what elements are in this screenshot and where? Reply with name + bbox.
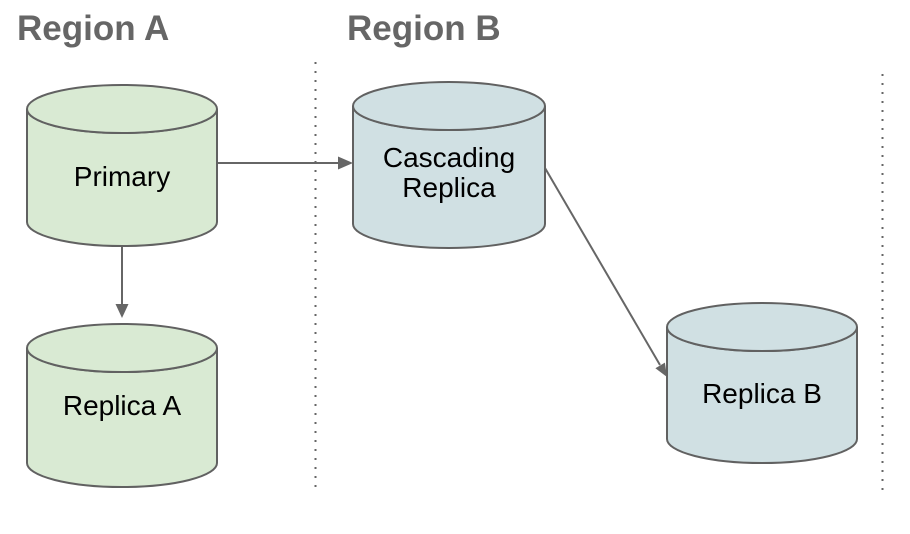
edge-primary-to-cascading-replica xyxy=(217,156,353,170)
node-label-replica-b: Replica B xyxy=(702,378,822,409)
region-b-label: Region B xyxy=(347,9,501,48)
node-label-replica-a: Replica A xyxy=(63,390,182,421)
edge-cascading-replica-to-replica-b xyxy=(544,167,667,377)
arrowhead-icon xyxy=(338,156,353,170)
cylinder-top xyxy=(666,302,858,352)
edge-line xyxy=(544,167,661,366)
node-label-cascading-replica-line1: Cascading xyxy=(383,142,515,173)
arrowhead-icon xyxy=(655,362,667,377)
db-node-cascading-replica[interactable]: Cascading Replica xyxy=(352,81,546,249)
region-a-label: Region A xyxy=(17,9,169,48)
arrowhead-icon xyxy=(115,304,129,318)
cylinder-top xyxy=(26,323,218,373)
edge-primary-to-replica-a xyxy=(115,246,129,318)
db-node-replica-a[interactable]: Replica A xyxy=(26,323,218,488)
cylinder-top xyxy=(26,84,218,134)
node-label-cascading-replica-line2: Replica xyxy=(402,172,496,203)
db-node-primary[interactable]: Primary xyxy=(26,84,218,247)
node-label-primary: Primary xyxy=(74,161,170,192)
cylinder-top xyxy=(352,81,546,131)
db-node-replica-b[interactable]: Replica B xyxy=(666,302,858,464)
